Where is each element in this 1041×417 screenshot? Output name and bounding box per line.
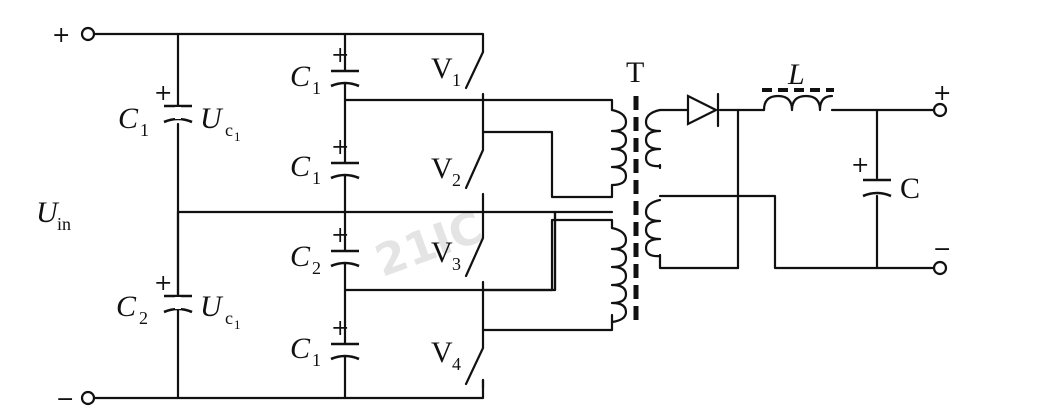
stack-cap-2-sub: 1: [312, 168, 321, 188]
input-cap-1-voltage-sub2: 1: [234, 129, 241, 144]
primary-wiring: [481, 98, 614, 332]
switch-2-sub: 2: [452, 170, 461, 190]
switch-3-sub: 3: [452, 254, 461, 274]
input-cap-1-voltage-sub: c: [225, 120, 233, 140]
stack-cap-4-name: C: [290, 332, 311, 365]
input-cap-2-name: C: [116, 290, 137, 323]
stack-cap-3-sub: 2: [312, 258, 321, 278]
stack-cap-4-polarity: +: [331, 316, 349, 341]
output-cap-label: C: [900, 172, 920, 205]
switch-3-name: V: [431, 236, 453, 269]
input-cap-1-polarity: +: [154, 81, 172, 106]
switch-4-name: V: [431, 336, 453, 369]
input-cap-1-sub: 1: [140, 120, 149, 140]
stack-cap-4-sub: 1: [312, 350, 321, 370]
switch-4-sub: 4: [452, 354, 461, 374]
stack-capacitor-2: [330, 161, 360, 180]
input-cap-2-voltage: U: [200, 290, 224, 323]
inductor-label: L: [787, 58, 805, 91]
input-minus-terminal: [80, 390, 96, 406]
output-minus-sign: −: [933, 237, 951, 262]
stack-cap-3-polarity: +: [331, 223, 349, 248]
input-cap-2-voltage-sub: c: [225, 308, 233, 328]
input-cap-2-voltage-sub2: 1: [234, 317, 241, 332]
stack-cap-1-sub: 1: [312, 78, 321, 98]
input-cap-1-voltage: U: [200, 102, 224, 135]
switch-1-name: V: [431, 52, 453, 85]
output-cap-polarity: +: [851, 153, 869, 178]
transformer-label: T: [626, 56, 644, 89]
switch-1-sub: 1: [452, 70, 461, 90]
stack-cap-1-name: C: [290, 60, 311, 93]
primary-winding-1: [610, 108, 628, 187]
input-voltage-sub: in: [57, 214, 71, 234]
input-cap-2-sub: 2: [139, 308, 148, 328]
output-capacitor: [862, 178, 892, 198]
input-plus-sign: +: [52, 23, 70, 48]
primary-winding-2: [610, 226, 628, 324]
input-minus-sign: −: [56, 387, 74, 412]
switch-column: [464, 50, 485, 390]
output-plus-terminal: [932, 102, 948, 118]
output-minus-terminal: [932, 260, 948, 276]
stack-capacitor-3: [330, 249, 360, 268]
secondary-wiring: [658, 108, 942, 270]
secondary-winding-2: [644, 198, 662, 258]
input-capacitor-2: [163, 210, 193, 314]
stack-cap-2-name: C: [290, 150, 311, 183]
switch-2-name: V: [431, 152, 453, 185]
watermark: 21IC: [369, 202, 490, 288]
output-diode: [686, 92, 720, 128]
stack-capacitor-4: [330, 342, 360, 361]
output-inductor: [762, 94, 834, 112]
stack-capacitor-1: [330, 69, 360, 88]
input-voltage-label: U: [36, 196, 60, 229]
stack-cap-2-polarity: +: [331, 135, 349, 160]
output-plus-sign: +: [933, 81, 951, 106]
stack-cap-3-name: C: [290, 240, 311, 273]
input-cap-1-name: C: [118, 102, 139, 135]
secondary-winding-1: [644, 108, 662, 168]
input-cap-2-polarity: +: [154, 271, 172, 296]
capacitor-stack-wiring: [343, 32, 485, 400]
stack-cap-1-polarity: +: [331, 43, 349, 68]
input-plus-terminal: [80, 26, 96, 42]
